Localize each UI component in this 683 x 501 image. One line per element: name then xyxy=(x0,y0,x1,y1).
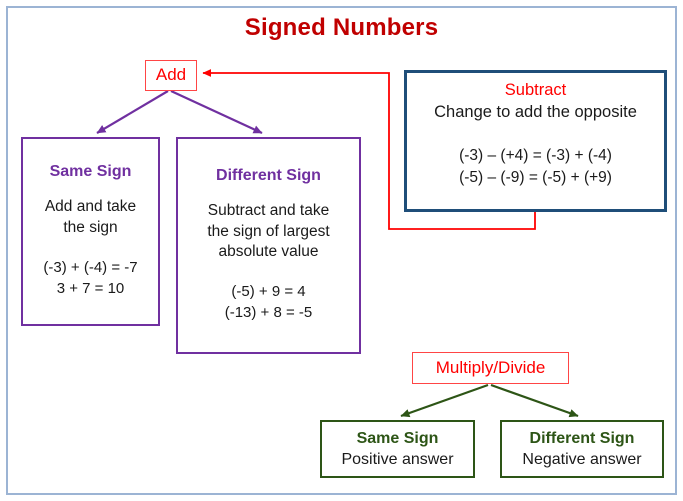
node-add-label: Add xyxy=(155,65,187,85)
node-subtract-heading: Subtract xyxy=(504,81,567,99)
node-add-same-sign-example-2: 3 + 7 = 10 xyxy=(56,279,125,297)
node-subtract-example-2: (-5) – (-9) = (-5) + (+9) xyxy=(459,169,612,187)
node-mul-same-sign-rule: Positive answer xyxy=(341,451,454,468)
node-mul-different-sign-heading: Different Sign xyxy=(529,429,635,447)
node-mul-same-sign[interactable]: Same Sign Positive answer xyxy=(320,420,475,478)
node-multiply-divide[interactable]: Multiply/Divide xyxy=(412,352,569,384)
node-subtract-example-1: (-3) – (+4) = (-3) + (-4) xyxy=(459,146,612,164)
node-mul-different-sign-rule: Negative answer xyxy=(522,451,642,468)
node-add-same-sign-heading: Same Sign xyxy=(49,163,132,181)
node-add-same-sign-rule: Add and take the sign xyxy=(44,198,137,236)
node-add-same-sign-example-1: (-3) + (-4) = -7 xyxy=(43,258,138,276)
page-title: Signed Numbers xyxy=(244,14,439,41)
node-multiply-divide-label: Multiply/Divide xyxy=(435,357,546,377)
node-subtract[interactable]: Subtract Change to add the opposite (-3)… xyxy=(404,70,667,212)
node-add-different-sign-example-2: (-13) + 8 = -5 xyxy=(224,303,313,321)
node-add[interactable]: Add xyxy=(145,60,197,91)
node-add-different-sign-rule: Subtract and take the sign of largest ab… xyxy=(207,202,330,261)
node-subtract-subheading: Change to add the opposite xyxy=(434,103,637,121)
node-add-different-sign-heading: Different Sign xyxy=(216,167,321,185)
node-add-same-sign[interactable]: Same Sign Add and take the sign (-3) + (… xyxy=(21,137,160,326)
node-mul-same-sign-heading: Same Sign xyxy=(356,429,439,447)
node-mul-different-sign[interactable]: Different Sign Negative answer xyxy=(500,420,664,478)
node-add-different-sign[interactable]: Different Sign Subtract and take the sig… xyxy=(176,137,361,354)
node-add-different-sign-example-1: (-5) + 9 = 4 xyxy=(231,282,306,300)
